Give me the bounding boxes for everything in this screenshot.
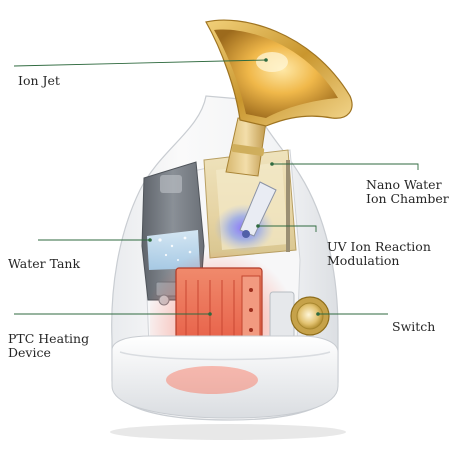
- leader-dots: [148, 58, 320, 316]
- ion-jet-glare: [256, 52, 288, 72]
- label-water-tank-text: Water Tank: [8, 256, 81, 271]
- label-ptc-line1: PTC Heating: [8, 331, 90, 346]
- label-ion-jet: Ion Jet: [18, 74, 60, 88]
- label-nano-water-ion-chamber: Nano Water Ion Chamber: [366, 178, 449, 206]
- tank-highlight: [160, 175, 182, 193]
- label-nano-water-line1: Nano Water: [366, 177, 442, 192]
- ground-shadow: [110, 424, 346, 440]
- label-ptc-heating-device: PTC Heating Device: [8, 332, 89, 360]
- label-uv-line1: UV Ion Reaction: [327, 239, 431, 254]
- label-ptc-line2: Device: [8, 345, 51, 360]
- uv-lamp: [239, 181, 277, 237]
- neck-ring: [231, 144, 265, 156]
- label-nano-water-line2: Ion Chamber: [366, 191, 449, 206]
- leader-ion-jet: [13, 59, 267, 67]
- leader-lines: [13, 59, 419, 315]
- label-ion-jet-text: Ion Jet: [18, 73, 60, 88]
- leader-nano-water: [272, 163, 419, 170]
- switch-housing: [269, 291, 295, 339]
- label-uv-ion-reaction: UV Ion Reaction Modulation: [327, 240, 431, 268]
- switch-knob: [296, 302, 324, 330]
- label-switch-text: Switch: [392, 319, 436, 334]
- label-water-tank: Water Tank: [8, 257, 80, 271]
- label-switch: Switch: [392, 320, 435, 334]
- leader-uv: [258, 225, 317, 232]
- base-tray: [111, 335, 339, 419]
- label-uv-line2: Modulation: [327, 253, 400, 268]
- base-glow: [166, 366, 258, 394]
- ion-jet-inner: [214, 29, 338, 119]
- chamber-rod: [286, 160, 290, 252]
- base-tray-rim: [119, 351, 331, 361]
- uv-lamp-tip: [242, 230, 250, 238]
